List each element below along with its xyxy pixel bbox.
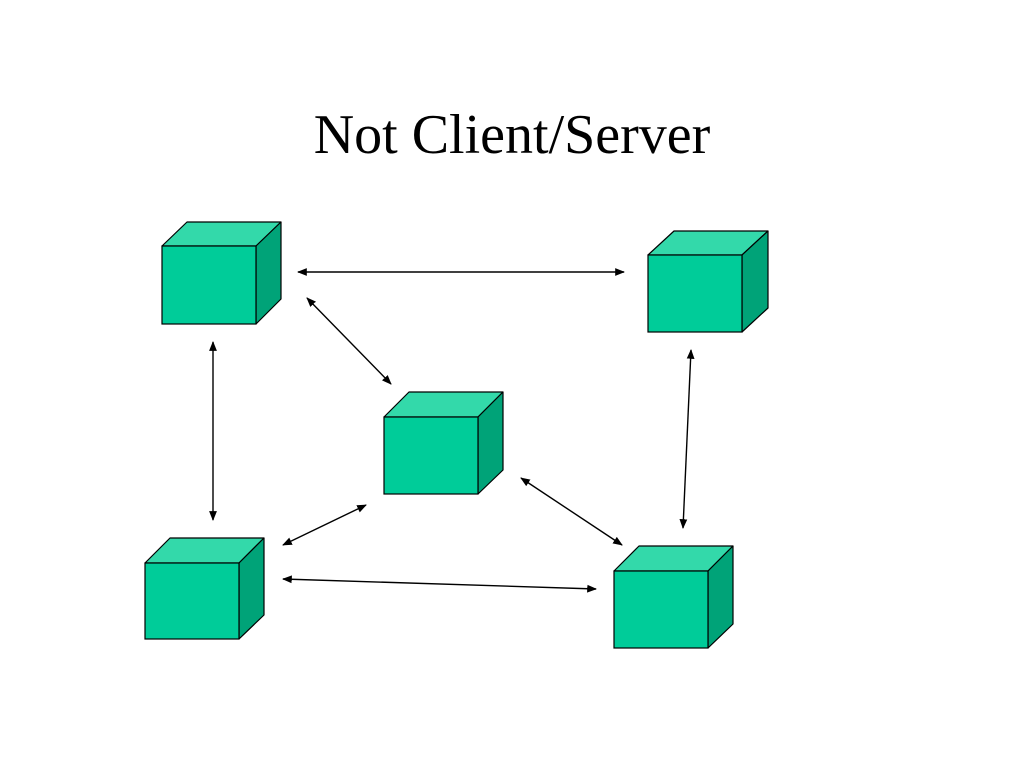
link-top-right-bottom-right <box>679 349 695 529</box>
node-cube-top-right <box>647 230 769 333</box>
node-cube-bottom-right <box>613 545 734 649</box>
node-cube-bottom-left <box>144 537 265 640</box>
link-bottom-left-bottom-right <box>282 575 597 593</box>
link-center-bottom-right <box>520 477 623 546</box>
slide-title: Not Client/Server <box>313 104 711 166</box>
link-top-left-center <box>306 297 392 385</box>
node-cube-center <box>383 391 504 495</box>
link-center-bottom-left <box>282 504 367 546</box>
node-cube-top-left <box>161 221 282 325</box>
